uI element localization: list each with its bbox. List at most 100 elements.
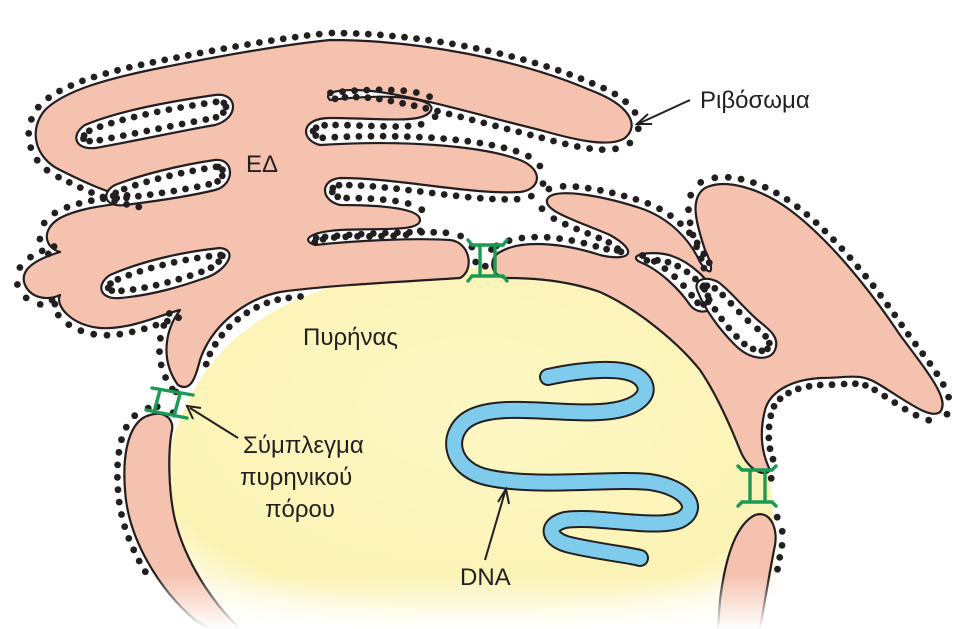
ribosome-dot <box>364 30 372 38</box>
ribosome-dot <box>492 122 499 130</box>
ribosome-dot <box>783 196 791 203</box>
ribosome-dot <box>321 121 328 129</box>
ribosome-arrow <box>639 99 691 124</box>
ribosome-dot <box>153 108 161 116</box>
ribosome-dot <box>131 129 139 137</box>
ribosome-dot <box>945 393 952 401</box>
ribosome-dot <box>114 486 122 494</box>
ribosome-dot <box>785 389 792 397</box>
ribosome-dot <box>146 191 154 199</box>
ribosome-dot <box>141 284 149 291</box>
ribosome-dot <box>719 291 727 299</box>
ribosome-dot <box>253 303 260 311</box>
ribosome-dot <box>556 235 563 243</box>
ribosome-dot <box>939 381 947 388</box>
ribosome-dot <box>142 111 150 118</box>
ribosome-dot <box>303 32 311 39</box>
ribosome-dot <box>86 137 93 145</box>
ribosome-dot <box>357 182 365 190</box>
ribosome-dot <box>158 189 166 197</box>
ribosome-dot <box>376 95 383 103</box>
ribosome-dot <box>805 382 813 390</box>
ribosome-dot <box>356 122 363 129</box>
ribosome-dot <box>85 127 93 135</box>
ribosome-dot <box>332 121 339 129</box>
ribosome-dot <box>515 128 523 136</box>
ribosome-dot <box>538 205 546 213</box>
ribosome-dot <box>503 125 511 133</box>
ribosome-dot <box>543 63 550 70</box>
ribosome-dot <box>34 103 42 111</box>
ribosome-dot <box>380 122 387 130</box>
ribosome-dot <box>155 125 162 133</box>
ribosome-dot <box>208 47 216 55</box>
ribosome-dot <box>403 133 411 141</box>
ribosome-dot <box>904 331 912 338</box>
ribosome-dot <box>901 405 909 413</box>
ribosome-dot <box>476 139 484 147</box>
ribosome-dot <box>803 211 811 218</box>
ribosome-dot <box>102 70 110 77</box>
ribosome-dot <box>202 116 210 123</box>
ribosome-dot <box>392 123 400 130</box>
ribosome-dot <box>592 243 600 250</box>
ribosome-dot <box>118 287 125 295</box>
ribosome-dot <box>166 122 174 130</box>
ribosome-dot <box>90 73 98 81</box>
ribosome-dot <box>232 43 240 50</box>
ribosome-dot <box>379 132 387 140</box>
ribosome-dot <box>333 232 341 240</box>
ribosome-dot <box>55 173 62 181</box>
er-label: ΕΔ <box>246 151 278 178</box>
ribosome-dot <box>767 474 775 482</box>
ribosome-dot <box>65 321 73 328</box>
ribosome-dot <box>830 236 837 244</box>
ribosome-dot <box>76 184 84 192</box>
ribosome-dot <box>125 535 133 542</box>
ribosome-dot <box>218 172 226 180</box>
ribosome-dot <box>794 385 802 393</box>
ribosome-dot <box>766 445 774 453</box>
ribosome-dot <box>363 86 371 94</box>
ribosome-dot <box>159 261 167 269</box>
ribosome-dot <box>573 225 580 233</box>
ribosome-dot <box>912 411 920 419</box>
ribosome-dot <box>279 35 287 43</box>
ribosome-dot <box>129 286 137 293</box>
ribosome-dot <box>572 183 580 191</box>
ribosome-dot <box>654 256 661 264</box>
ribosome-dot <box>79 77 86 85</box>
ribosome-dot <box>891 311 899 319</box>
pore-arrow <box>189 407 239 439</box>
ribosome-dot <box>152 321 160 329</box>
ribosome-dot <box>162 374 170 381</box>
ribosome-dot <box>525 152 532 160</box>
ribosome-dot <box>550 137 557 145</box>
ribosome-dot <box>539 180 547 188</box>
ribosome-dot <box>135 557 143 565</box>
er-right-gap-2 <box>695 277 778 359</box>
ribosome-dot <box>538 134 546 142</box>
ribosome-dot <box>88 189 95 196</box>
ribosome-dot <box>765 423 773 431</box>
ribosome-dot <box>543 233 551 241</box>
ribosome-dot <box>778 542 786 549</box>
ribosome-dot <box>51 300 59 308</box>
ribosome-dot <box>355 194 363 202</box>
ribosome-dot <box>36 301 44 308</box>
ribosome-dot <box>173 54 180 61</box>
ribosome-dot <box>45 94 52 102</box>
ribosome-dot <box>561 140 569 148</box>
ribosome-dot <box>744 317 752 325</box>
ribosome-dot <box>891 399 899 406</box>
ribosome-dot <box>573 143 581 150</box>
ribosome-dot <box>54 311 62 319</box>
ribosome-dot <box>711 306 719 313</box>
ribosome-dot <box>207 264 215 272</box>
ribosome-dot <box>877 291 884 299</box>
ribosome-dot <box>464 193 472 201</box>
ribosome-dot <box>898 321 905 329</box>
ribosome-dot <box>656 205 663 213</box>
ribosome-dot <box>51 209 59 217</box>
ribosome-dot <box>476 194 484 202</box>
